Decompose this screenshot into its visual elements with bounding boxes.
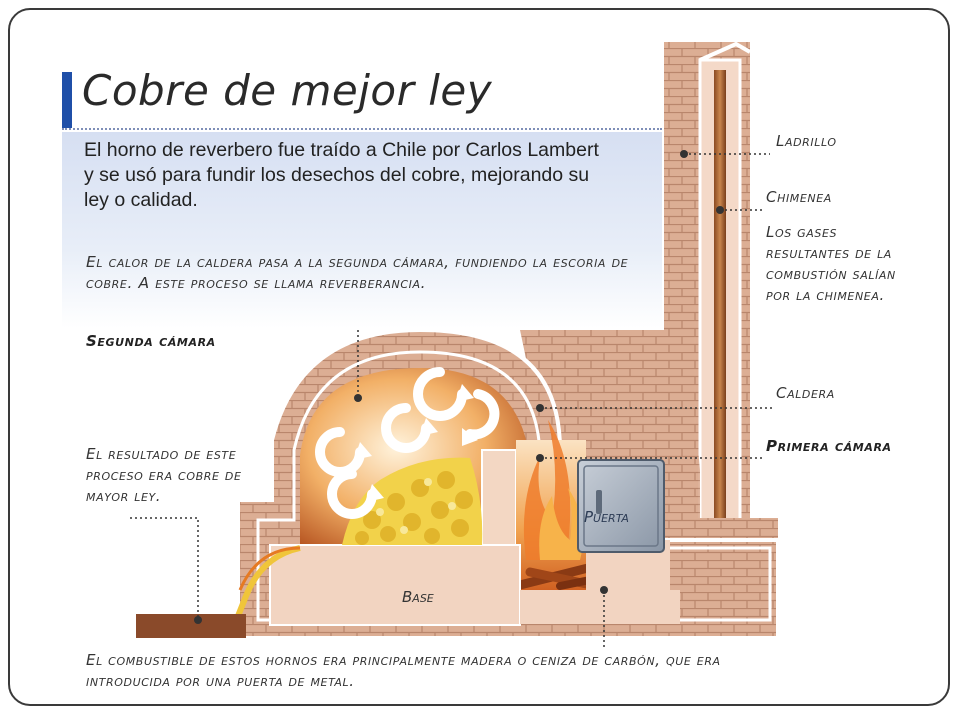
copper-outflow [235, 545, 301, 618]
base-slab [269, 544, 521, 626]
chimenea-label: Chimenea [766, 188, 832, 206]
primera-camara-label: Primera cámara [766, 437, 892, 455]
title-rule [62, 128, 662, 130]
title-accent-bar [62, 72, 72, 128]
heat-swirls [315, 367, 500, 519]
outlet-channel [136, 614, 246, 638]
gases-note: Los gases resultantes de la combustión s… [766, 223, 896, 304]
fire-flames [523, 420, 584, 560]
resultado-note: El resultado de este proceso era cobre d… [86, 445, 242, 505]
calor-note: El calor de la caldera pasa a la segunda… [86, 253, 629, 292]
page-title: Cobre de mejor ley [82, 66, 493, 115]
intro-text: El horno de reverbero fue traído a Chile… [84, 139, 599, 211]
ladrillo-label: Ladrillo [776, 132, 837, 150]
combustible-note: El combustible de estos hornos era princ… [86, 651, 721, 690]
caldera-label: Caldera [776, 384, 835, 402]
copper-pile [342, 457, 483, 545]
puerta-label: Puerta [584, 508, 629, 526]
base-label: Base [402, 588, 434, 606]
intro-panel [62, 132, 662, 328]
segunda-camara-label: Segunda cámara [86, 332, 216, 350]
metal-door [577, 459, 665, 553]
